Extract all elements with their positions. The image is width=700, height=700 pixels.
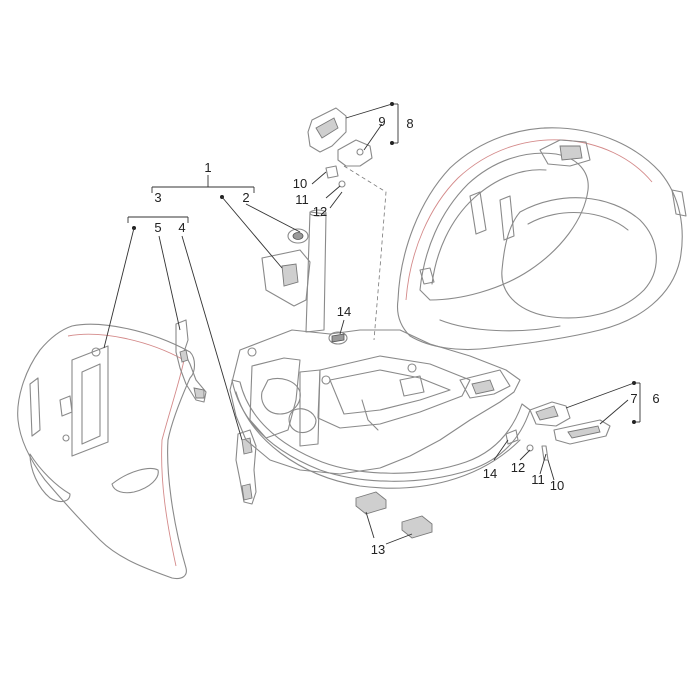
callout-2: 2 [242,190,249,205]
callout-7: 7 [630,391,637,406]
callout-10-right: 10 [550,478,564,493]
callout-4: 4 [178,220,185,235]
callout-14-mid: 14 [337,304,351,319]
rear-body [396,127,687,350]
callout-10-top: 10 [293,176,307,191]
callout-3: 3 [154,190,161,205]
hook-assembly-right [505,401,611,461]
bracket-part-5 [175,319,207,403]
clip-part-14 [328,331,348,345]
callout-14-right: 14 [483,466,497,481]
callout-labels: 1 2 3 5 4 9 8 10 11 12 14 7 6 14 12 11 1… [154,114,659,557]
callout-5: 5 [154,220,161,235]
hook-assembly-top [307,107,373,188]
callout-12-top: 12 [313,204,327,219]
grommet-part-2 [287,228,309,244]
mounting-line [343,165,387,341]
callout-1: 1 [204,160,211,175]
main-frame [229,209,531,489]
callout-11-top: 11 [295,192,309,207]
tunnel-cover-part-4 [235,429,257,505]
callout-6: 6 [652,391,659,406]
callout-13: 13 [371,542,385,557]
leg-shield [17,323,196,580]
rubber-pads [355,491,433,539]
callout-8: 8 [406,116,413,131]
callout-11-right: 11 [531,472,545,487]
callout-9: 9 [378,114,385,129]
leader-lines [103,102,641,545]
callout-12-right: 12 [511,460,525,475]
